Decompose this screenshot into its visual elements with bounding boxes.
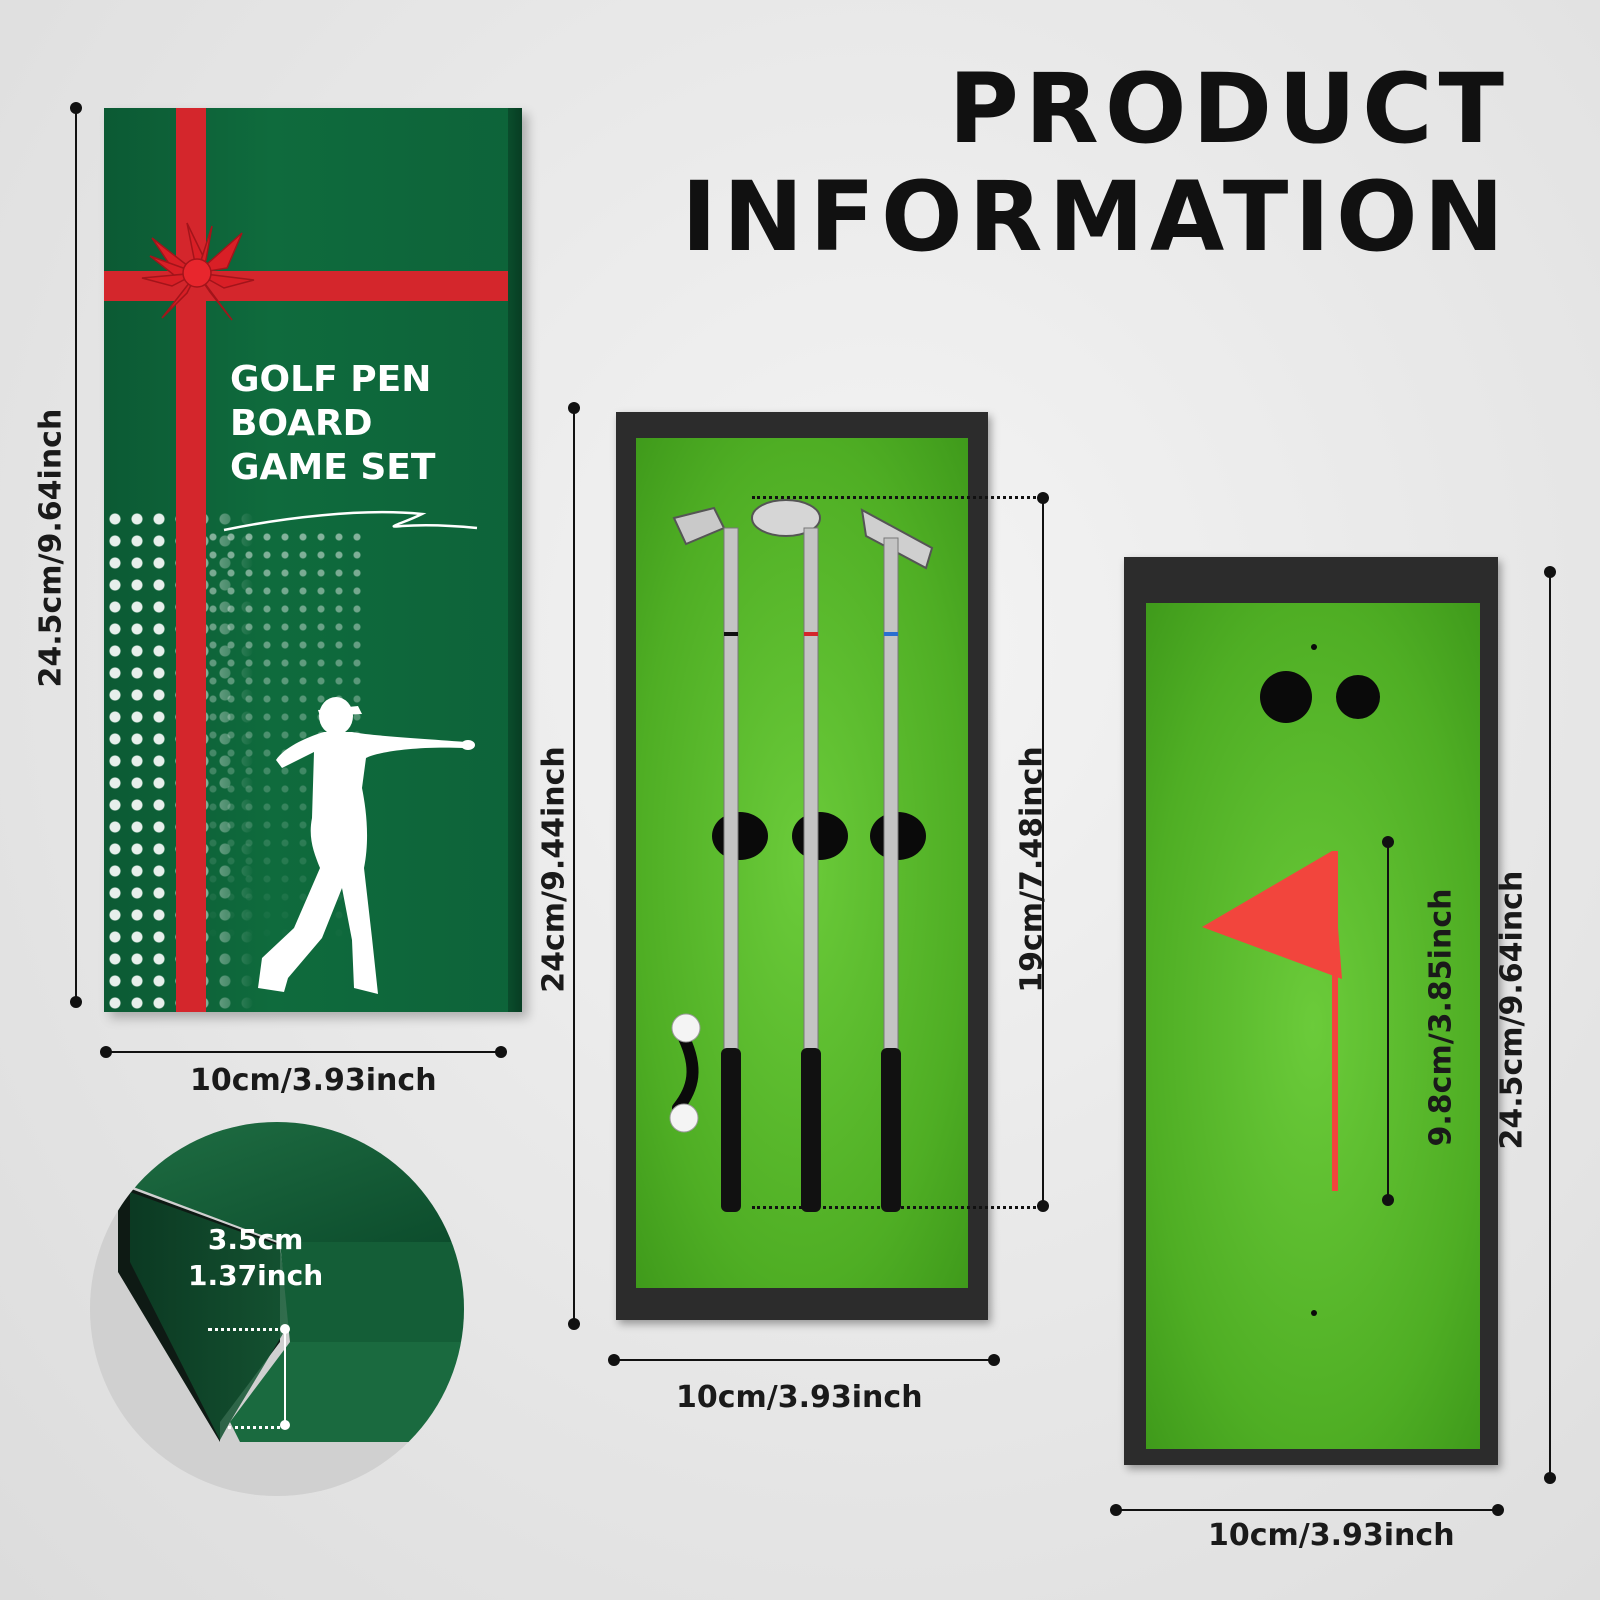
box-title-line-1: GOLF PEN bbox=[230, 359, 432, 400]
dimension-guide bbox=[752, 496, 1042, 499]
headline-line-2: INFORMATION bbox=[681, 161, 1510, 273]
dimension-line bbox=[1387, 842, 1389, 1198]
dimension-line bbox=[75, 108, 77, 1000]
gift-box-height-label: 24.5cm/9.64inch bbox=[33, 408, 69, 688]
dimension-line bbox=[1549, 572, 1551, 1478]
dimension-dot bbox=[70, 996, 82, 1008]
box-side-edge bbox=[508, 108, 522, 1012]
depth-dot bbox=[280, 1420, 290, 1430]
dimension-line bbox=[573, 408, 575, 1320]
dimension-line bbox=[1042, 498, 1044, 1206]
pen-box-illustration bbox=[616, 412, 988, 1320]
dimension-line bbox=[106, 1051, 500, 1053]
bow-icon bbox=[141, 222, 255, 321]
swoosh-line bbox=[223, 510, 478, 532]
dimension-guide bbox=[752, 1206, 1042, 1209]
dimension-dot bbox=[1037, 1200, 1049, 1212]
depth-line bbox=[284, 1330, 286, 1422]
pen-length-label: 19cm/7.48inch bbox=[1014, 746, 1050, 993]
headline-line-1: PRODUCT bbox=[948, 53, 1510, 165]
depth-guide bbox=[208, 1328, 286, 1331]
corner-depth-inch: 1.37inch bbox=[188, 1259, 324, 1292]
dimension-dot bbox=[1544, 1472, 1556, 1484]
corner-depth-cm: 3.5cm bbox=[207, 1223, 304, 1256]
dimension-dot bbox=[568, 1318, 580, 1330]
flag-box-illustration bbox=[1124, 557, 1498, 1465]
flag-height-label: 9.8cm/3.85inch bbox=[1423, 888, 1459, 1147]
box-title: GOLF PEN BOARD GAME SET bbox=[230, 358, 435, 490]
flag-tray-felt bbox=[1146, 603, 1480, 1449]
depth-dot bbox=[280, 1324, 290, 1334]
pen-set-drawing bbox=[669, 499, 934, 1212]
depth-guide bbox=[228, 1426, 286, 1429]
flag-box-width-label: 10cm/3.93inch bbox=[1208, 1518, 1455, 1553]
page-headline: PRODUCT INFORMATION bbox=[681, 55, 1510, 271]
golfer-silhouette-icon bbox=[258, 697, 475, 994]
corner-detail-zoom: 3.5cm 1.37inch bbox=[90, 1122, 464, 1496]
dimension-line bbox=[614, 1359, 994, 1361]
dimension-dot bbox=[988, 1354, 1000, 1366]
pen-box-height-label: 24cm/9.44inch bbox=[536, 746, 572, 993]
dimension-dot bbox=[1492, 1504, 1504, 1516]
dimension-line bbox=[1116, 1509, 1498, 1511]
pen-tray-felt bbox=[636, 438, 968, 1288]
corner-depth-label: 3.5cm 1.37inch bbox=[188, 1222, 323, 1294]
gift-box-width-label: 10cm/3.93inch bbox=[190, 1063, 437, 1098]
flag-set-drawing bbox=[1202, 644, 1380, 1316]
pen-box-width-label: 10cm/3.93inch bbox=[676, 1380, 923, 1415]
box-title-line-3: GAME SET bbox=[230, 447, 436, 488]
flag-box-height-label: 24.5cm/9.64inch bbox=[1494, 870, 1530, 1150]
dimension-dot bbox=[1382, 1194, 1394, 1206]
gift-box-illustration: GOLF PEN BOARD GAME SET bbox=[104, 108, 522, 1012]
box-title-line-2: BOARD bbox=[230, 403, 373, 444]
corner-detail-drawing bbox=[90, 1122, 464, 1496]
dimension-dot bbox=[495, 1046, 507, 1058]
